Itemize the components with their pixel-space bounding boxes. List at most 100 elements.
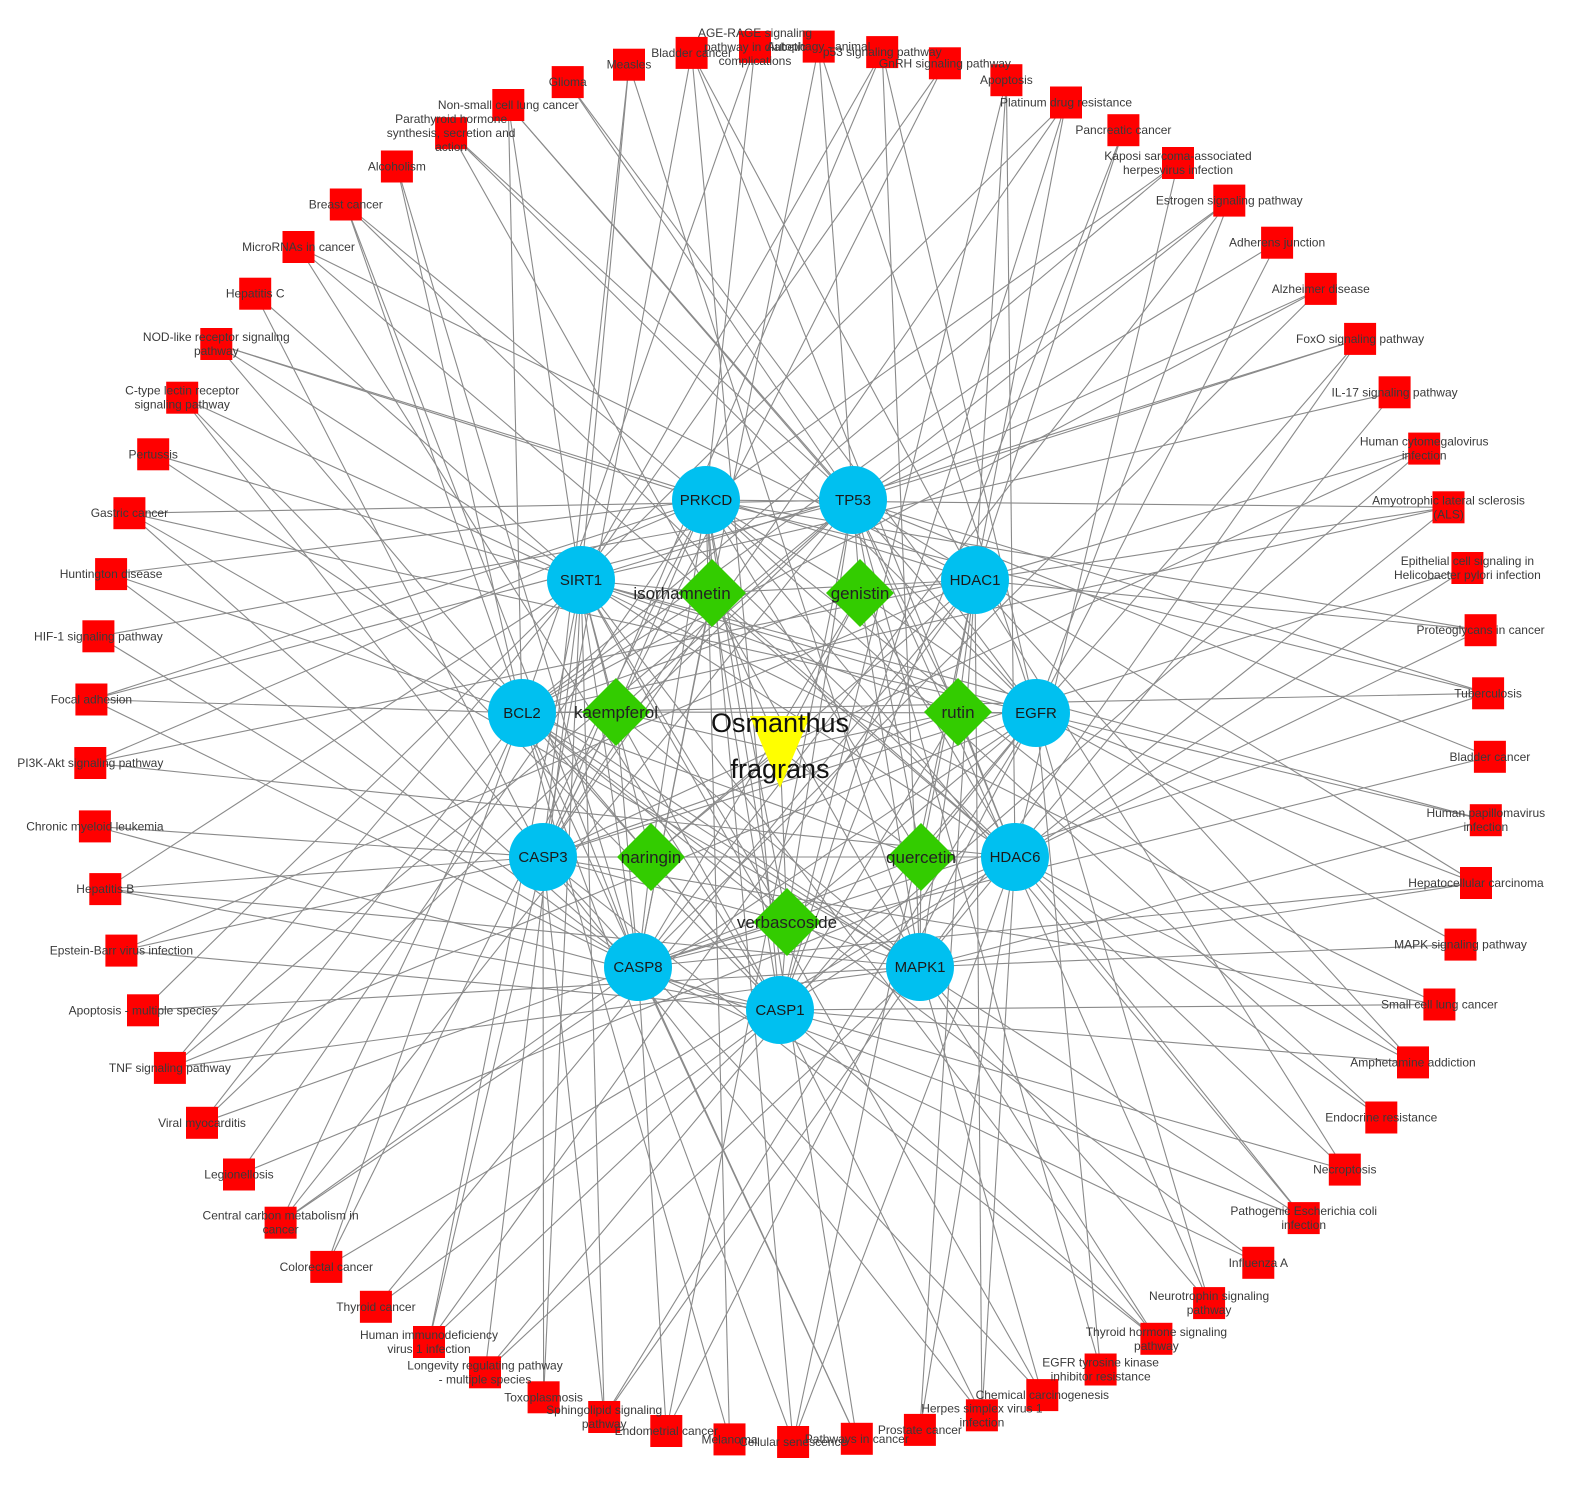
pathway-node <box>551 66 584 99</box>
pathway-node <box>1193 1287 1226 1320</box>
pathway-label-line: Bladder cancer <box>651 46 732 60</box>
edge <box>507 104 639 968</box>
pathway-label-line: Apoptosis - multiple species <box>69 1003 218 1017</box>
pathway-label-line: Non-small cell lung cancer <box>438 98 579 112</box>
pathway-label-line: Human immunodeficiency <box>360 1328 498 1342</box>
pathway-label-line: (ALS) <box>1433 507 1464 521</box>
pathway-label-line: Pertussis <box>129 447 178 461</box>
pathway-label: IL-17 signaling pathway <box>1332 385 1458 399</box>
edge <box>325 712 523 1268</box>
edge <box>580 62 946 581</box>
pathway-nodes <box>74 30 1506 1458</box>
edge <box>580 51 883 581</box>
pathway-node <box>1397 1046 1429 1079</box>
edge <box>1035 200 1230 714</box>
edge <box>521 592 861 714</box>
target-label: BCL2 <box>503 705 541 722</box>
edge <box>974 102 1067 581</box>
edge <box>650 579 976 858</box>
pathway-node <box>1460 867 1492 899</box>
edge <box>507 104 1037 714</box>
pathway-node <box>413 1326 445 1358</box>
edge <box>484 579 582 1373</box>
pathway-node <box>186 1106 218 1139</box>
pathway-label-line: Sphingolipid signaling <box>546 1403 662 1417</box>
edge <box>216 343 1016 858</box>
pathway-node <box>1287 1202 1320 1235</box>
edge <box>428 579 976 1343</box>
edge <box>919 966 1157 1340</box>
edge <box>603 712 1037 1418</box>
pathway-label-line: pathway <box>582 1417 627 1431</box>
edge <box>637 592 861 968</box>
edge <box>705 499 1481 631</box>
pathway-node <box>1242 1246 1275 1279</box>
edge <box>98 499 854 637</box>
compound-node <box>887 823 955 891</box>
pathway-label: Cellular senescence <box>739 1435 847 1449</box>
pathway-label: GnRH signaling pathway <box>879 56 1011 70</box>
pathway-label: Colorectal cancer <box>280 1260 373 1274</box>
compound-node <box>924 678 992 746</box>
edge <box>779 1009 1345 1171</box>
edge <box>375 1009 781 1308</box>
pathway-node <box>928 47 961 80</box>
pathway-label-line: Melanoma <box>701 1432 757 1446</box>
target-label: HDAC1 <box>950 572 1001 589</box>
pathway-label-line: action <box>435 140 467 154</box>
edge <box>919 966 1210 1304</box>
pathway-label-line: MAPK signaling pathway <box>1394 938 1527 952</box>
edge <box>450 132 921 968</box>
edge <box>974 579 1481 631</box>
edge <box>705 499 794 1443</box>
edge <box>450 132 1037 714</box>
edge <box>779 80 1007 1011</box>
edge <box>181 397 781 1011</box>
pathway-label-line: infection <box>960 1415 1005 1429</box>
pathway-node <box>1084 1353 1117 1386</box>
edge <box>580 579 959 713</box>
pathway-node <box>1050 86 1082 119</box>
edge <box>142 579 582 1011</box>
edge <box>852 338 1361 501</box>
edge <box>974 506 1449 581</box>
edge <box>779 711 959 1011</box>
pathway-label-line: Influenza A <box>1229 1256 1288 1270</box>
pathway-label: Small cell lung cancer <box>1381 998 1498 1012</box>
pathway-label: Alzheimer disease <box>1272 282 1370 296</box>
pathway-label-line: Chronic myeloid leukemia <box>26 819 164 833</box>
edge <box>974 130 1124 581</box>
edge <box>852 499 922 858</box>
pathway-label: Influenza A <box>1229 1256 1288 1270</box>
edge <box>298 246 1016 858</box>
pathway-label: Hepatitis B <box>76 882 134 896</box>
pathway-label-line: Herpes simplex virus 1 <box>921 1401 1043 1415</box>
pathway-label-line: herpesvirus infection <box>1123 163 1233 177</box>
pathway-label-line: PI3K-Akt signaling pathway <box>17 756 163 770</box>
pathway-label: Focal adhesion <box>51 693 132 707</box>
edge <box>98 635 639 968</box>
pathway-label-line: Measles <box>607 58 652 72</box>
edge <box>396 166 523 714</box>
pathway-label-line: C-type lectin receptor <box>125 384 239 398</box>
pathway-label-line: Longevity regulating pathway <box>407 1358 562 1372</box>
compound-label: rutin <box>941 703 974 722</box>
target-label: SIRT1 <box>560 572 602 589</box>
pathway-label-line: Endocrine resistance <box>1325 1111 1437 1125</box>
pathway-label-line: signaling pathway <box>134 398 229 412</box>
center-label: fragrans <box>730 754 829 784</box>
edge <box>637 966 1259 1264</box>
compound-node <box>678 559 746 627</box>
pathway-node <box>1451 552 1484 584</box>
edge <box>974 448 1425 581</box>
edge <box>852 200 1230 501</box>
edge <box>542 711 959 858</box>
pathway-node <box>1107 114 1140 147</box>
edge <box>665 499 854 1432</box>
edge <box>396 166 639 968</box>
edge <box>521 712 788 923</box>
pathway-label-line: Kaposi sarcoma-associated <box>1104 149 1251 163</box>
